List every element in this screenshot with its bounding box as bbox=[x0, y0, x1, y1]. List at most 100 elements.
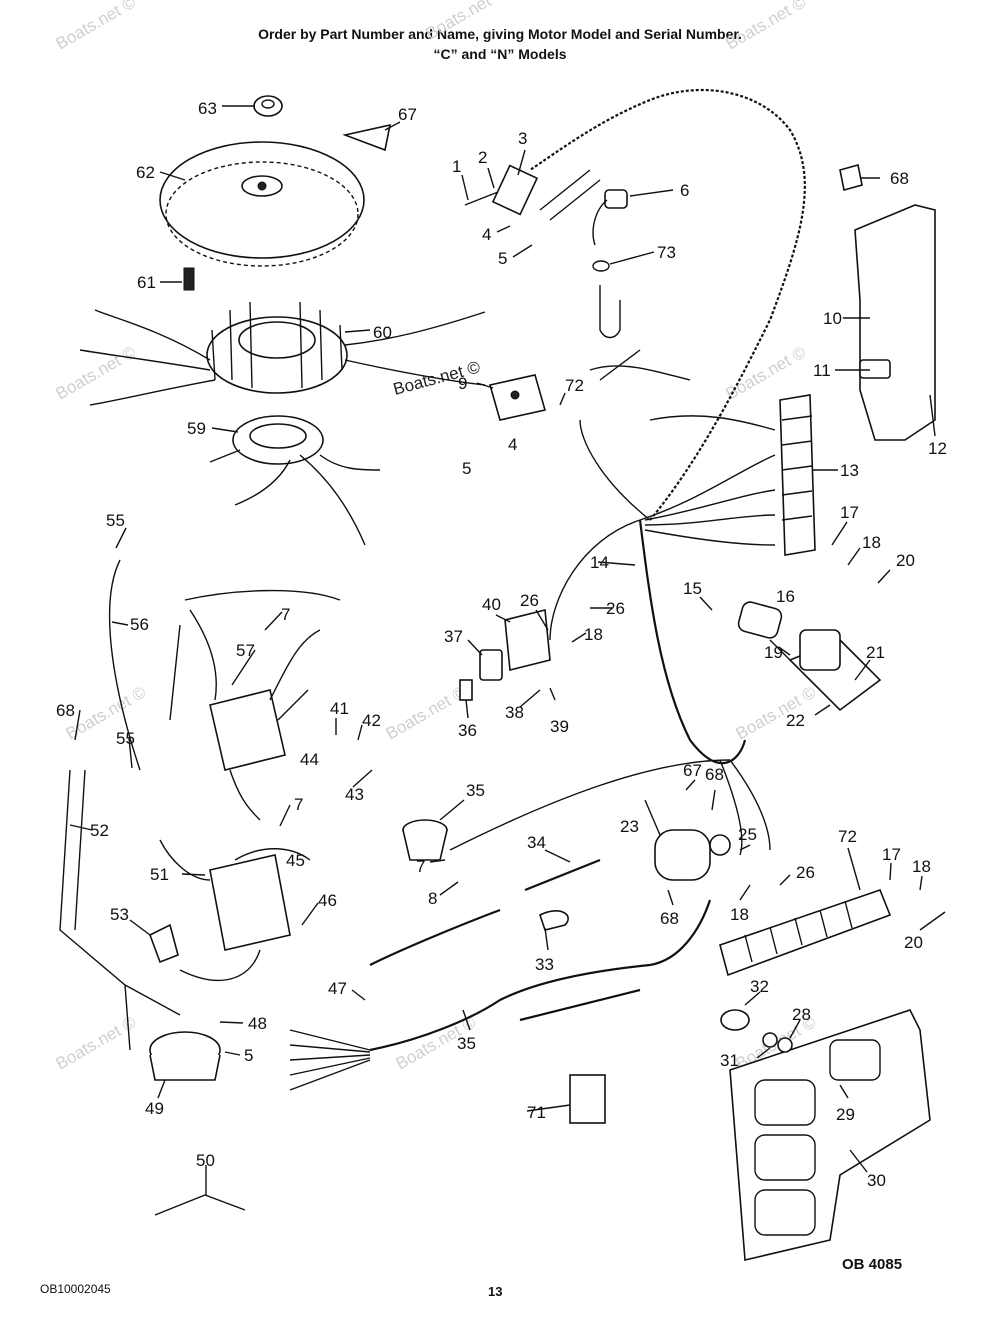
callout-43: 42 bbox=[362, 711, 381, 730]
callout-16: 16 bbox=[776, 587, 795, 606]
label-71 bbox=[569, 1074, 606, 1124]
callout-59: 60 bbox=[373, 323, 392, 342]
ignition-switch bbox=[737, 601, 882, 712]
callout-12: 12 bbox=[928, 439, 947, 458]
callout-1: 1 bbox=[452, 157, 461, 176]
cable bbox=[369, 908, 501, 966]
callout-48: 47 bbox=[328, 979, 347, 998]
callout-55b: 55 bbox=[116, 729, 135, 748]
callout-68b: 68 bbox=[705, 765, 724, 784]
callout-50: 49 bbox=[145, 1099, 164, 1118]
page-subtitle: “C” and “N” Models bbox=[433, 46, 567, 62]
stator bbox=[79, 301, 486, 406]
jumper-wire bbox=[154, 1194, 246, 1216]
callout-labels: 63 67 62 61 60 59 1 2 3 4 5 6 73 68 10 1… bbox=[56, 99, 947, 1190]
callout-15: 15 bbox=[683, 579, 702, 598]
watermark: Boats.net © bbox=[53, 1012, 140, 1073]
callout-53: 51 bbox=[150, 865, 169, 884]
callout-55a: 55 bbox=[106, 511, 125, 530]
callout-6: 6 bbox=[680, 181, 689, 200]
hose bbox=[519, 988, 641, 1022]
condenser bbox=[402, 759, 731, 861]
callout-28: 28 bbox=[792, 1005, 811, 1024]
callout-5a: 5 bbox=[498, 249, 507, 268]
watermark: Boats.net © bbox=[733, 682, 820, 743]
callout-5c: 5 bbox=[244, 1046, 253, 1065]
callout-7b: 7 bbox=[294, 795, 303, 814]
callout-35: 35 bbox=[457, 1034, 476, 1053]
watermark: Boats.net © bbox=[383, 682, 470, 743]
callout-26a: 26 bbox=[520, 591, 539, 610]
callout-30: 30 bbox=[867, 1171, 886, 1190]
callout-31: 31 bbox=[720, 1051, 739, 1070]
callout-14: 14 bbox=[590, 553, 609, 572]
callout-4b: 4 bbox=[508, 435, 517, 454]
callout-3: 3 bbox=[518, 129, 527, 148]
callout-36: 35 bbox=[466, 781, 485, 800]
callout-34: 34 bbox=[527, 833, 546, 852]
harness-35 bbox=[369, 899, 712, 1052]
callout-37: 36 bbox=[458, 721, 477, 740]
callout-41: 40 bbox=[482, 595, 501, 614]
grommet bbox=[720, 1009, 793, 1053]
wire-56 bbox=[108, 559, 141, 771]
callout-47: 46 bbox=[318, 891, 337, 910]
callout-72: 72 bbox=[838, 827, 857, 846]
callout-7a: 7 bbox=[281, 605, 290, 624]
flywheel bbox=[159, 141, 365, 267]
watermark: Boats.net © bbox=[723, 0, 810, 53]
callout-26b: 26 bbox=[606, 599, 625, 618]
callout-22: 22 bbox=[786, 711, 805, 730]
callout-56: 56 bbox=[130, 615, 149, 634]
power-pack bbox=[169, 589, 341, 821]
cd-module bbox=[159, 839, 311, 982]
rectifier bbox=[488, 374, 547, 421]
callout-58: 59 bbox=[187, 419, 206, 438]
callout-70: 72 bbox=[565, 376, 584, 395]
leader-lines bbox=[69, 105, 946, 1195]
callout-39: 38 bbox=[505, 703, 524, 722]
callout-26c: 26 bbox=[796, 863, 815, 882]
wire-52 bbox=[59, 769, 181, 1051]
watermark: Boats.net © bbox=[53, 342, 140, 403]
callout-61: 62 bbox=[136, 163, 155, 182]
callout-54: 53 bbox=[110, 905, 129, 924]
callout-21: 21 bbox=[866, 643, 885, 662]
callout-68c: 68 bbox=[660, 909, 679, 928]
cable-34 bbox=[524, 858, 601, 892]
boot bbox=[149, 923, 179, 964]
page-number: 13 bbox=[488, 1284, 503, 1299]
callout-62: 63 bbox=[198, 99, 217, 118]
callout-9: 9 bbox=[458, 374, 467, 393]
flywheel-nut bbox=[253, 95, 283, 117]
callout-17a: 17 bbox=[840, 503, 859, 522]
callout-57: 57 bbox=[236, 641, 255, 660]
callout-73: 73 bbox=[657, 243, 676, 262]
watermark: Boats.net © bbox=[723, 342, 810, 403]
watermark: Boats.net © bbox=[423, 0, 510, 43]
callout-18c: 18 bbox=[730, 905, 749, 924]
ignition-coil bbox=[209, 415, 381, 546]
callout-19: 19 bbox=[764, 643, 783, 662]
bracket bbox=[854, 204, 936, 441]
callout-71: 71 bbox=[527, 1103, 546, 1122]
callout-5b: 5 bbox=[462, 459, 471, 478]
callout-38: 37 bbox=[444, 627, 463, 646]
callout-18b: 18 bbox=[584, 625, 603, 644]
callout-4a: 4 bbox=[482, 225, 491, 244]
mounting-plate bbox=[729, 1009, 931, 1261]
callout-49: 48 bbox=[248, 1014, 267, 1033]
wire-ends bbox=[289, 1029, 371, 1091]
callout-45: 44 bbox=[300, 750, 319, 769]
terminal-strip bbox=[779, 394, 816, 556]
callout-66: 68 bbox=[890, 169, 909, 188]
callout-40: 39 bbox=[550, 717, 569, 736]
callout-20b: 20 bbox=[904, 933, 923, 952]
clamp bbox=[539, 910, 569, 931]
callout-23: 23 bbox=[620, 817, 639, 836]
switch-assembly bbox=[459, 608, 551, 701]
callout-51: 50 bbox=[196, 1151, 215, 1170]
callout-42: 41 bbox=[330, 699, 349, 718]
callout-67: 67 bbox=[398, 105, 417, 124]
starter-solenoid bbox=[654, 829, 731, 881]
